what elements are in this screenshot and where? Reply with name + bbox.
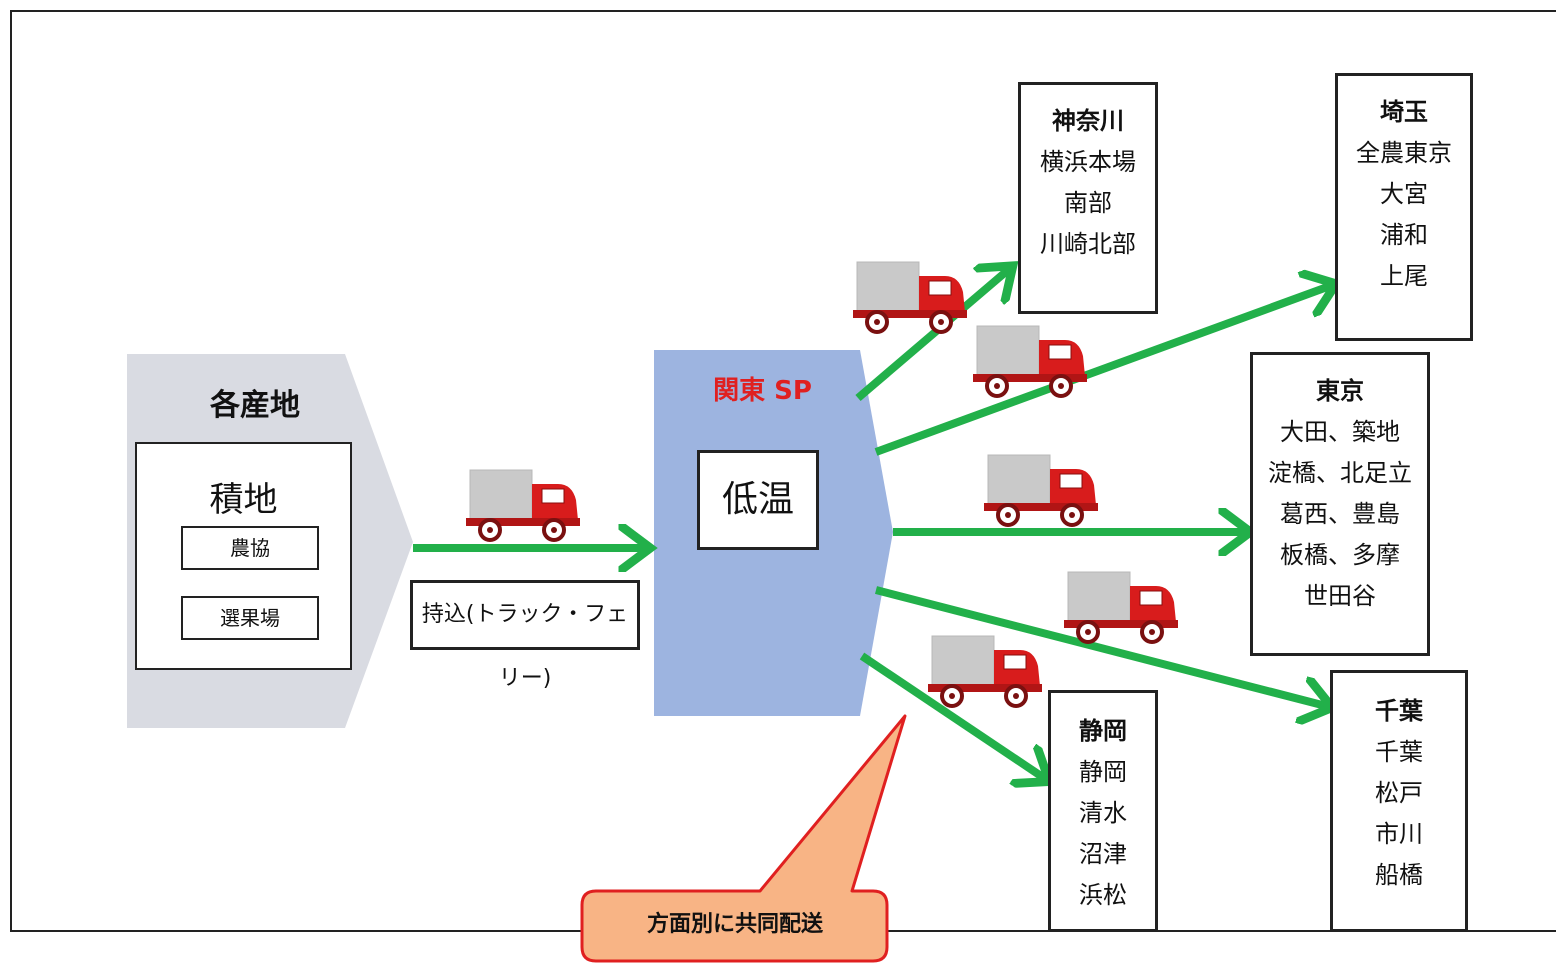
destination-saitama: 埼玉 全農東京 大宮 浦和 上尾 bbox=[1335, 73, 1473, 341]
origin-item-nokyo: 農協 bbox=[181, 526, 319, 570]
destination-shizuoka: 静岡 静岡 清水 沼津 浜松 bbox=[1048, 690, 1158, 932]
destination-title: 千葉 bbox=[1375, 697, 1423, 725]
origin-title: 各産地 bbox=[210, 388, 300, 423]
destination-item: 淀橋、北足立 bbox=[1268, 459, 1412, 487]
destination-item: 川崎北部 bbox=[1040, 230, 1136, 258]
destination-item: 大宮 bbox=[1380, 180, 1428, 208]
carry-in-label: 持込(トラック・フェリー) bbox=[410, 580, 640, 691]
destination-item: 浦和 bbox=[1380, 221, 1428, 249]
destination-item: 清水 bbox=[1079, 799, 1127, 827]
arrow-kanagawa bbox=[855, 270, 1008, 402]
arrow-saitama bbox=[874, 286, 1330, 456]
hub-title: 関東 SP bbox=[713, 376, 812, 406]
callout-label: 方面別に共同配送 bbox=[646, 912, 823, 937]
truck-icon bbox=[982, 453, 1100, 527]
destination-item: 板橋、多摩 bbox=[1280, 541, 1400, 569]
truck-icon bbox=[926, 634, 1044, 708]
destination-item: 松戸 bbox=[1375, 779, 1423, 807]
destination-item: 浜松 bbox=[1079, 881, 1127, 909]
destination-item: 世田谷 bbox=[1304, 582, 1376, 610]
destination-tokyo: 東京 大田、築地 淀橋、北足立 葛西、豊島 板橋、多摩 世田谷 bbox=[1250, 352, 1430, 656]
origin-inner-box: 積地 農協 選果場 bbox=[135, 442, 352, 670]
truck-icon bbox=[971, 324, 1089, 398]
destination-item: 葛西、豊島 bbox=[1280, 500, 1400, 528]
arrow-shizuoka bbox=[859, 652, 1044, 778]
destination-item: 上尾 bbox=[1380, 262, 1428, 290]
origin-item-senkajo: 選果場 bbox=[181, 596, 319, 640]
destination-title: 東京 bbox=[1316, 377, 1364, 405]
truck-icon bbox=[851, 260, 969, 334]
destination-title: 神奈川 bbox=[1052, 107, 1124, 135]
destination-chiba: 千葉 千葉 松戸 市川 船橋 bbox=[1330, 670, 1468, 932]
callout-bubble bbox=[580, 714, 907, 963]
destination-item: 大田、築地 bbox=[1280, 418, 1400, 446]
truck-icon bbox=[1062, 570, 1180, 644]
destination-item: 全農東京 bbox=[1356, 139, 1452, 167]
destination-item: 千葉 bbox=[1375, 738, 1423, 766]
destination-item: 沼津 bbox=[1079, 840, 1127, 868]
destination-item: 横浜本場 bbox=[1040, 148, 1136, 176]
hub-inner-box: 低温 bbox=[697, 450, 819, 550]
destination-item: 南部 bbox=[1064, 189, 1112, 217]
loading-site-label: 積地 bbox=[209, 480, 278, 520]
destination-title: 埼玉 bbox=[1380, 98, 1428, 126]
arrow-chiba bbox=[875, 586, 1326, 706]
destination-item: 静岡 bbox=[1079, 758, 1127, 786]
destination-item: 船橋 bbox=[1375, 861, 1423, 889]
truck-icon bbox=[464, 468, 582, 542]
destination-item: 市川 bbox=[1375, 820, 1423, 848]
destination-title: 静岡 bbox=[1079, 717, 1127, 745]
destination-kanagawa: 神奈川 横浜本場 南部 川崎北部 bbox=[1018, 82, 1158, 314]
